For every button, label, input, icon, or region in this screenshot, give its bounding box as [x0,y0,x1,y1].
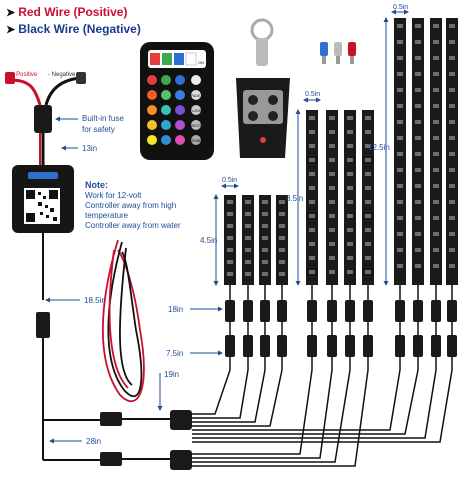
controller-box-icon [12,165,74,233]
strip-connectors [225,300,457,357]
connector-icon [36,312,50,338]
note-line: Controller away from water [85,221,181,230]
dim-12-5in: 12.5in [368,143,390,152]
strip-short-wires [229,285,453,370]
negative-label: - Negative [48,72,76,78]
dim-7-5in: 7.5in [166,349,183,358]
dim-18-5in: 18.5in [84,296,106,305]
led-strip-group-short [224,195,288,285]
remote-btn-off: OFF [187,60,196,65]
arrow-icon: ➤ [6,24,16,36]
dim-0-5in-medium: 0.5in [305,91,320,98]
led-strip-icon [306,110,318,285]
positive-label: + Positive [11,72,38,78]
legend-black-wire: ➤Black Wire (Negative) [6,22,141,36]
hub-wires [192,369,453,467]
dim-18in: 18in [168,305,183,314]
positive-terminal [5,72,15,84]
remote-btn-strobe: STROBE [188,139,201,143]
power-wires [5,72,86,165]
led-strip-group-long [394,18,458,285]
coiled-wire [101,239,145,402]
dim-0-5in-long: 0.5in [393,4,408,11]
legend-red-wire: ➤Red Wire (Positive) [6,5,127,19]
note-line: temperature [85,211,129,220]
dim-28in: 28in [86,437,101,446]
ir-remote-icon [140,42,214,160]
note-title: Note: [85,180,108,190]
legend-red-text: Red Wire (Positive) [18,5,128,19]
splitter-hub [170,410,192,430]
dim-13in: 13in [82,144,97,153]
dim-4-5in: 4.5in [200,236,217,245]
dim-0-5in-short: 0.5in [222,177,237,184]
fuse-icon [34,105,52,133]
remote-btn-fade: FADE [191,94,201,98]
note-line: Work for 12-volt [85,191,142,200]
arrow-icon: ➤ [6,7,16,19]
splitter-hub [170,450,192,470]
led-strip-icon [362,110,374,285]
rf-keyfob-icon [236,18,290,158]
connector-icon [100,412,122,426]
remote-btn-on: ON [198,60,204,65]
dim-19in: 19in [164,370,179,379]
negative-terminal [76,72,86,84]
led-strip-icon [326,110,338,285]
led-strip-group-medium [306,110,374,285]
fuse-label-line1: Built-in fuse [82,114,124,123]
spare-fuses [320,42,356,64]
note-line: Controller away from high [85,201,177,210]
remote-btn-smooth: SMOOTH [188,124,203,128]
note-box: Note: Work for 12-volt Controller away f… [85,180,200,231]
led-strip-icon [344,110,356,285]
legend-black-text: Black Wire (Negative) [18,22,141,36]
dim-8-5in: 8.5in [286,194,303,203]
fuse-label-line2: for safety [82,125,115,134]
remote-btn-flash: FLASH [190,109,202,113]
connector-icon [100,452,122,466]
